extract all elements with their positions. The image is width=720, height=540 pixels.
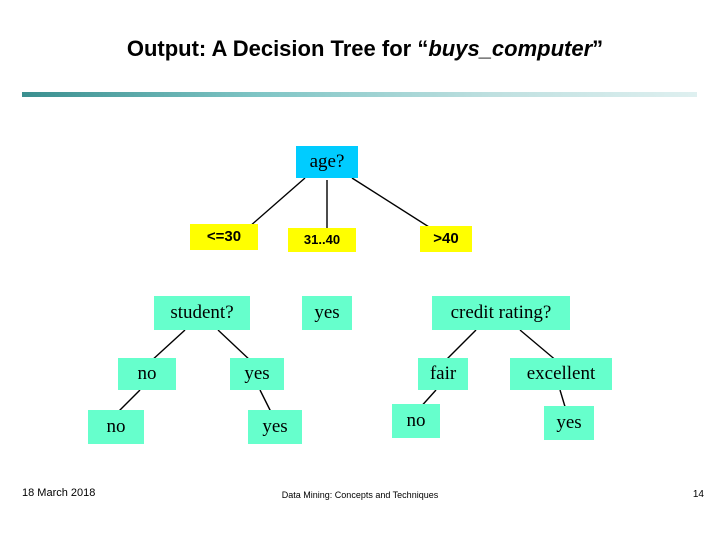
node-student[interactable]: student? bbox=[154, 296, 250, 330]
leaf-yes-right[interactable]: yes bbox=[544, 406, 594, 440]
edge-label-no[interactable]: no bbox=[118, 358, 176, 390]
edge-label-yes-text: yes bbox=[244, 363, 270, 385]
page-title-emphasis: buys_computer bbox=[428, 36, 593, 61]
leaf-no-right[interactable]: no bbox=[392, 404, 440, 438]
branch-label-gt40-text: >40 bbox=[433, 230, 459, 248]
leaf-yes-left[interactable]: yes bbox=[248, 410, 302, 444]
branch-label-31-40[interactable]: 31..40 bbox=[288, 228, 356, 252]
branch-label-gt40[interactable]: >40 bbox=[420, 226, 472, 252]
edge-label-fair-text: fair bbox=[429, 363, 457, 385]
leaf-yes-left-label: yes bbox=[262, 416, 288, 438]
footer-page-number: 14 bbox=[692, 489, 704, 500]
edge-student-to-yes bbox=[217, 329, 253, 363]
footer-center-text: Data Mining: Concepts and Techniques bbox=[281, 490, 439, 500]
branch-label-le30-text: <=30 bbox=[206, 228, 242, 246]
edge-label-excellent-text: excellent bbox=[526, 363, 596, 385]
edge-student-to-no bbox=[149, 329, 186, 363]
edge-label-excellent[interactable]: excellent bbox=[510, 358, 612, 390]
page-title-prefix: Output: A Decision Tree for “ bbox=[126, 36, 429, 61]
node-credit-rating-label: credit rating? bbox=[450, 302, 552, 324]
leaf-no-right-label: no bbox=[406, 410, 426, 432]
node-credit-rating[interactable]: credit rating? bbox=[432, 296, 570, 330]
title-divider bbox=[22, 92, 697, 97]
node-student-label: student? bbox=[170, 302, 234, 324]
leaf-no-left[interactable]: no bbox=[88, 410, 144, 444]
leaf-no-left-label: no bbox=[106, 416, 126, 438]
leaf-yes-right-label: yes bbox=[556, 412, 582, 434]
branch-label-le30[interactable]: <=30 bbox=[190, 224, 258, 250]
edge-label-yes[interactable]: yes bbox=[230, 358, 284, 390]
node-age[interactable]: age? bbox=[296, 146, 358, 178]
node-age-label: age? bbox=[309, 151, 345, 173]
edge-label-fair[interactable]: fair bbox=[418, 358, 468, 390]
branch-label-31-40-text: 31..40 bbox=[303, 232, 341, 248]
footer-date: 18 March 2018 bbox=[22, 487, 96, 499]
node-yes-middle-label: yes bbox=[314, 302, 340, 324]
edge-credit-to-excellent bbox=[519, 329, 559, 363]
page-title-suffix: ” bbox=[592, 36, 604, 61]
page-title: Output: A Decision Tree for “buys_comput… bbox=[30, 36, 700, 62]
edge-credit-to-fair bbox=[443, 329, 477, 363]
node-yes-middle[interactable]: yes bbox=[302, 296, 352, 330]
edge-label-no-text: no bbox=[137, 363, 157, 385]
